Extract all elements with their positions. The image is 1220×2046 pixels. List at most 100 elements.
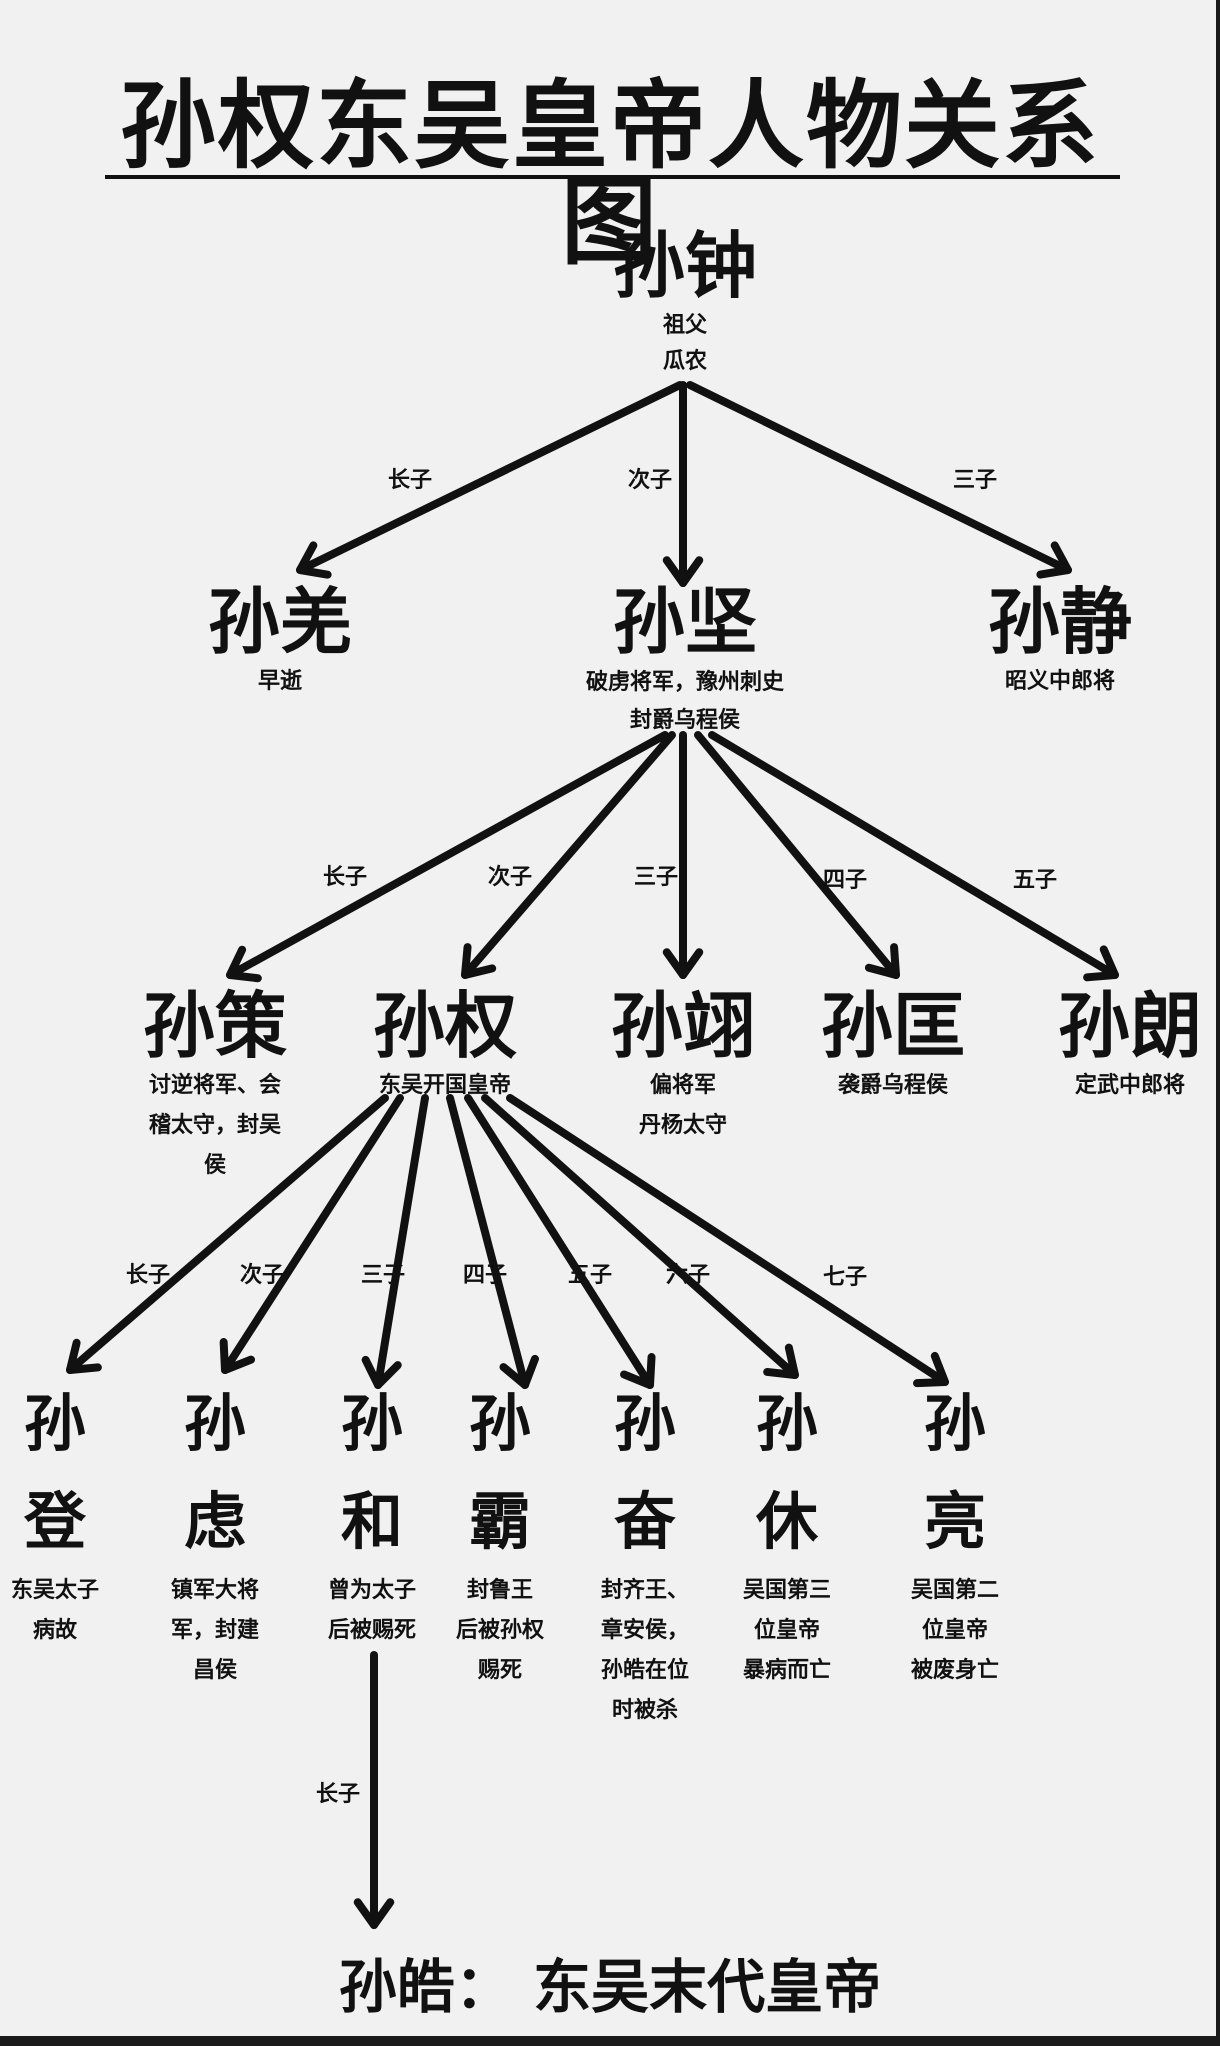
person-sun-jian: 孙坚 破虏将军，豫州刺史 封爵乌程侯 [530, 586, 840, 740]
person-name-top: 孙 [755, 1387, 818, 1460]
edge-label-jian-5: 五子 [1012, 868, 1058, 893]
person-sun-qiang: 孙羌 早逝 [180, 586, 380, 700]
edge-label-quan-3: 三子 [360, 1263, 406, 1288]
edge-label-zhong-3: 三子 [952, 468, 998, 493]
person-sun-ce: 孙策 讨逆将军、会 稽太守，封吴 侯 [105, 990, 325, 1186]
arrow-quan-deng [66, 1094, 389, 1374]
edge-label-he-1: 长子 [315, 1782, 361, 1807]
person-note: 赐死 [477, 1658, 522, 1683]
person-note: 破虏将军，豫州刺史 [585, 670, 784, 695]
diagram-title: 孙权东吴皇帝人物关系图 [120, 70, 1100, 278]
person-name-top: 孙 [23, 1387, 86, 1460]
person-note: 曾为太子 [327, 1578, 416, 1603]
person-name-bottom: 亮 [923, 1485, 986, 1558]
person-sun-xiu: 孙 休 吴国第三 位皇帝 暴病而亡 [722, 1375, 852, 1691]
person-note: 封爵乌程侯 [629, 708, 740, 733]
arrow-jian-ce [226, 731, 669, 983]
person-sun-fen: 孙 奋 封齐王、 章安侯， 孙皓在位 时被杀 [580, 1375, 710, 1731]
person-name-top: 孙 [183, 1387, 246, 1460]
person-name: 孙羌 [207, 580, 352, 664]
person-note: 封鲁王 [466, 1578, 533, 1603]
arrow-jian-lang [708, 731, 1119, 982]
person-note: 军，封建 [170, 1618, 259, 1643]
arrow-quan-liang [506, 1094, 949, 1388]
person-note: 后被赐死 [327, 1618, 416, 1643]
frame-edge-right [1216, 0, 1220, 2046]
title-underline [105, 175, 1120, 179]
person-name: 孙权 [372, 984, 517, 1068]
edge-label-quan-1: 长子 [125, 1263, 171, 1288]
arrow-jian-quan [461, 731, 676, 979]
arrow-he-hao [353, 1651, 395, 1929]
person-name: 孙匡 [820, 984, 965, 1068]
person-name-bottom: 虑 [183, 1485, 246, 1558]
person-name-bottom: 奋 [613, 1485, 676, 1558]
edge-label-zhong-1: 长子 [387, 468, 433, 493]
person-note: 暴病而亡 [742, 1658, 831, 1683]
person-note: 东吴开国皇帝 [378, 1073, 511, 1098]
person-sun-yi: 孙翊 偏将军 丹杨太守 [583, 990, 783, 1146]
person-name-bottom: 和 [340, 1485, 403, 1558]
edge-label-quan-2: 次子 [239, 1263, 285, 1288]
person-note: 病故 [32, 1618, 77, 1643]
person-note: 瓜农 [662, 349, 707, 374]
person-name-top: 孙 [468, 1387, 531, 1460]
edge-label-quan-6: 六子 [665, 1263, 711, 1288]
edge-label-jian-1: 长子 [322, 865, 368, 890]
arrow-quan-ba [446, 1094, 539, 1389]
edge-label-jian-2: 次子 [487, 865, 533, 890]
person-name: 孙钟 [612, 224, 757, 308]
arrow-quan-fen [464, 1094, 656, 1389]
person-note: 偏将军 [649, 1073, 716, 1098]
person-name: 孙静 [987, 580, 1132, 664]
person-note: 讨逆将军、会 [148, 1073, 281, 1098]
edge-label-jian-4: 四子 [822, 868, 868, 893]
person-name: 孙朗 [1057, 984, 1202, 1068]
person-name-top: 孙 [613, 1387, 676, 1460]
person-name-bottom: 霸 [468, 1485, 531, 1558]
person-sun-ba: 孙 霸 封鲁王 后被孙权 赐死 [435, 1375, 565, 1691]
arrow-quan-xiu [481, 1094, 799, 1379]
arrow-zhong-qiang [296, 381, 684, 579]
person-name-top: 孙 [340, 1387, 403, 1460]
frame-edge-bottom [0, 2036, 1220, 2046]
person-note: 后被孙权 [455, 1618, 544, 1643]
person-name: 孙翊 [610, 984, 755, 1068]
arrow-jian-yi [662, 731, 704, 979]
person-sun-quan: 孙权 东吴开国皇帝 [345, 990, 545, 1106]
arrow-zhong-jing [686, 381, 1072, 579]
person-sun-zhong: 孙钟 祖父 瓜农 [575, 230, 795, 380]
edge-label-zhong-2: 次子 [627, 468, 673, 493]
person-name-top: 孙 [923, 1387, 986, 1460]
person-note: 丹杨太守 [638, 1113, 727, 1138]
person-note: 吴国第三 [742, 1578, 831, 1603]
person-note: 章安侯， [600, 1618, 689, 1643]
arrow-jian-kuang [694, 731, 900, 979]
edge-label-quan-7: 七子 [822, 1265, 868, 1290]
person-name-bottom: 休 [755, 1485, 818, 1558]
person-note: 吴国第二 [910, 1578, 999, 1603]
person-note: 昭义中郎将 [1004, 669, 1115, 694]
person-note: 镇军大将 [170, 1578, 259, 1603]
person-note: 稽太守，封吴 [148, 1113, 281, 1138]
person-note: 袭爵乌程侯 [837, 1073, 948, 1098]
person-note: 早逝 [257, 669, 302, 694]
person-note: 昌侯 [192, 1658, 237, 1683]
person-sun-lv: 孙 虑 镇军大将 军，封建 昌侯 [150, 1375, 280, 1691]
person-sun-liang: 孙 亮 吴国第二 位皇帝 被废身亡 [890, 1375, 1020, 1691]
person-note: 位皇帝 [921, 1618, 988, 1643]
person-note: 定武中郎将 [1074, 1073, 1185, 1098]
person-sun-he: 孙 和 曾为太子 后被赐死 [307, 1375, 437, 1651]
person-sun-kuang: 孙匡 袭爵乌程侯 [793, 990, 993, 1106]
person-note: 祖父 [662, 313, 707, 338]
person-name: 孙坚 [612, 580, 757, 664]
person-note: 被废身亡 [910, 1658, 999, 1683]
person-name-bottom: 登 [23, 1485, 86, 1558]
edge-label-jian-3: 三子 [633, 865, 679, 890]
person-note: 东吴太子 [10, 1578, 99, 1603]
person-note: 侯 [203, 1153, 226, 1178]
person-name: 孙策 [142, 984, 287, 1068]
person-note: 位皇帝 [753, 1618, 820, 1643]
